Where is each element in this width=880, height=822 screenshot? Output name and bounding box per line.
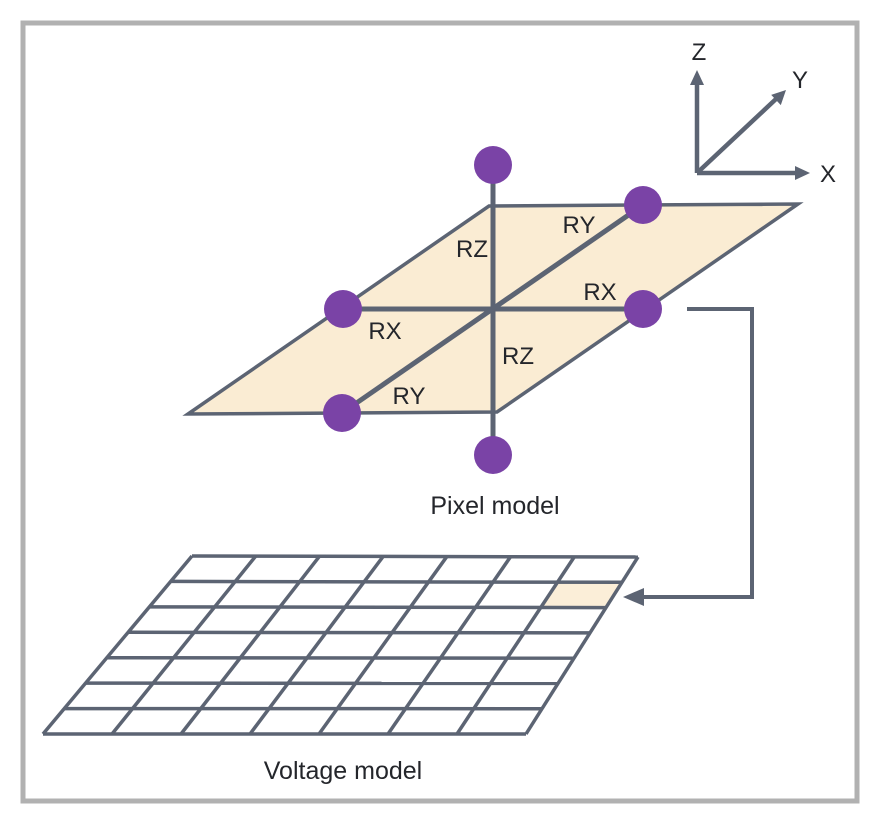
pixel-model-caption: Pixel model	[430, 492, 559, 520]
pixel-model: RZ RY RX RX RZ RY Pixel model	[182, 146, 804, 520]
grid-col-line	[386, 555, 513, 735]
label-rz-top: RZ	[456, 236, 488, 263]
grid-col-line	[110, 555, 258, 736]
z-axis-arrowhead-icon	[690, 70, 704, 85]
y-axis-line	[695, 97, 778, 175]
voltage-grid	[41, 554, 640, 736]
label-ry-top: RY	[563, 212, 596, 239]
grid-col-line	[317, 555, 449, 736]
node-rx-right	[624, 290, 662, 328]
label-rz-bottom: RZ	[502, 343, 534, 370]
y-axis-label: Y	[792, 67, 808, 94]
figure-border	[20, 20, 860, 804]
grid-row-line	[128, 630, 591, 635]
node-ry-bottom	[323, 394, 361, 432]
x-axis-arrowhead-icon	[795, 166, 810, 180]
connector-arrow	[623, 307, 754, 606]
grid-col-line	[455, 555, 576, 735]
grid-row-line	[191, 554, 639, 559]
y-axis-arrowhead-icon	[771, 90, 786, 106]
voltage-model-caption: Voltage model	[264, 757, 422, 785]
grid-col-line	[179, 555, 321, 736]
grid-col-line	[41, 554, 194, 736]
label-ry-bottom: RY	[393, 383, 426, 410]
node-rx-left	[324, 290, 362, 328]
grid-row-line	[149, 605, 607, 610]
axis-triad: Z Y X	[690, 39, 836, 188]
node-rz-top	[474, 146, 512, 184]
label-rx-right: RX	[583, 279, 616, 306]
x-axis-label: X	[820, 161, 836, 188]
ry-axis-line	[340, 202, 645, 416]
grid-col-line	[524, 556, 640, 735]
grid-col-line	[248, 555, 385, 736]
grid-highlighted-cell	[540, 582, 622, 608]
node-rz-bottom	[474, 436, 512, 474]
connector-arrowhead-icon	[623, 588, 644, 606]
connector-arrow-line	[643, 307, 754, 599]
z-axis-label: Z	[692, 39, 707, 66]
node-ry-top	[624, 186, 662, 224]
grid-row-line	[170, 579, 623, 585]
label-rx-left: RX	[368, 318, 401, 345]
